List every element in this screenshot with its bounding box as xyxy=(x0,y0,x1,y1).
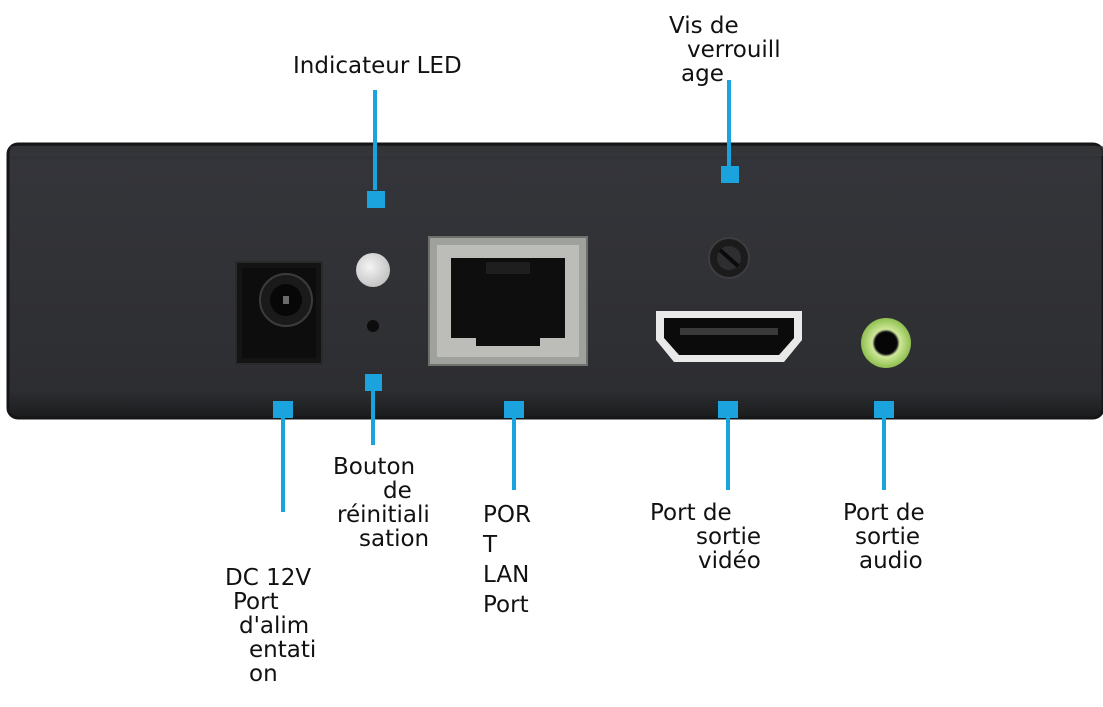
label-line: POR xyxy=(483,502,531,528)
marker-reset xyxy=(365,374,382,391)
lock-screw xyxy=(708,237,750,279)
label-power-port: DC 12V Port d'alim entati on xyxy=(225,566,316,686)
label-line: sortie xyxy=(855,524,921,550)
label-line: Port de xyxy=(650,500,732,526)
label-line: Vis de xyxy=(669,13,739,39)
callout-markers xyxy=(273,166,894,418)
label-line: Bouton xyxy=(333,454,416,480)
hdmi-port xyxy=(656,311,802,362)
marker-lan xyxy=(504,401,524,418)
label-line: T xyxy=(483,532,498,558)
label-line: on xyxy=(249,661,278,687)
reset-button xyxy=(367,320,379,332)
audio-port xyxy=(861,318,911,368)
label-line: d'alim xyxy=(239,613,310,639)
lan-port xyxy=(428,236,588,366)
marker-video xyxy=(718,401,738,418)
label-line: DC 12V xyxy=(225,565,312,591)
label-line: sortie xyxy=(696,524,762,550)
label-line: Indicateur LED xyxy=(293,53,462,79)
label-line: réinitiali xyxy=(337,502,430,528)
label-line: entati xyxy=(249,637,317,663)
label-line: Port xyxy=(233,589,279,615)
marker-power xyxy=(273,401,293,418)
callout-lines xyxy=(281,80,886,512)
marker-audio xyxy=(874,401,894,418)
label-line: vidéo xyxy=(698,548,761,574)
marker-lock-screw xyxy=(721,166,739,183)
label-line: Port de xyxy=(843,500,925,526)
label-line: age xyxy=(681,61,724,87)
label-lan-port: POR T LAN Port xyxy=(483,500,531,620)
label-led-indicator: Indicateur LED xyxy=(293,54,462,78)
label-video-port: Port de sortie vidéo xyxy=(650,501,761,573)
dc-power-port xyxy=(235,261,323,365)
led-indicator xyxy=(356,253,390,287)
label-line: Port xyxy=(483,592,529,618)
label-lock-screw: Vis de verrouill age xyxy=(669,14,781,86)
label-line: audio xyxy=(859,548,923,574)
label-line: verrouill xyxy=(687,37,781,63)
label-line: LAN xyxy=(483,562,530,588)
label-reset-button: Bouton de réinitiali sation xyxy=(333,455,430,551)
label-line: de xyxy=(383,478,412,504)
label-audio-port: Port de sortie audio xyxy=(843,501,925,573)
label-line: sation xyxy=(359,526,430,552)
marker-led xyxy=(367,191,385,208)
